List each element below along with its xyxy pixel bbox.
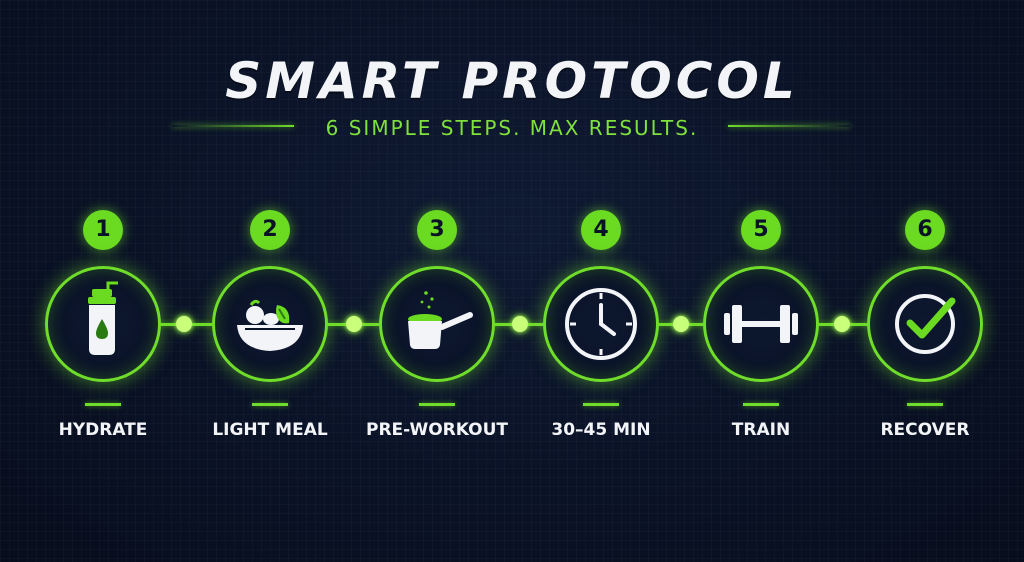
step-underline — [583, 403, 619, 406]
step-label: RECOVER — [880, 420, 970, 440]
step-underline — [85, 403, 121, 406]
step-number-badge: 5 — [741, 210, 781, 250]
step-4: 4 30–45 MIN — [521, 210, 681, 450]
connector-dot-3 — [512, 316, 528, 332]
step-ring — [703, 266, 819, 382]
step-ring — [543, 266, 659, 382]
step-number-badge: 1 — [83, 210, 123, 250]
page-title: SMART PROTOCOL — [225, 52, 799, 110]
step-underline — [252, 403, 288, 406]
step-1: 1 HYDRATE — [23, 210, 183, 450]
step-underline — [743, 403, 779, 406]
meal-bowl-icon — [237, 299, 303, 351]
step-underline — [907, 403, 943, 406]
step-5: 5 TRAIN — [681, 210, 841, 450]
step-number-badge: 4 — [581, 210, 621, 250]
step-6: 6 RECOVER — [845, 210, 1005, 450]
connector-dot-4 — [673, 316, 689, 332]
step-number-badge: 6 — [905, 210, 945, 250]
step-2: 2 LIGHT MEAL — [190, 210, 350, 450]
step-ring — [379, 266, 495, 382]
subtitle-rule-left — [172, 125, 294, 127]
connector-dot-2 — [346, 316, 362, 332]
step-ring — [45, 266, 161, 382]
scoop-icon — [408, 291, 473, 349]
step-underline — [419, 403, 455, 406]
subtitle-rule-right — [728, 125, 850, 127]
step-number-badge: 3 — [417, 210, 457, 250]
step-label: PRE-WORKOUT — [365, 420, 508, 440]
step-label: HYDRATE — [58, 420, 148, 440]
connector-dot-5 — [834, 316, 850, 332]
page-subtitle: 6 SIMPLE STEPS. MAX RESULTS. — [325, 116, 699, 140]
water-bottle-icon — [88, 281, 118, 355]
step-label: 30–45 MIN — [551, 420, 651, 440]
step-3: 3 PRE-WORKOUT — [357, 210, 517, 450]
checkmark-icon — [895, 294, 956, 354]
step-ring — [212, 266, 328, 382]
step-label: TRAIN — [731, 420, 791, 440]
connector-dot-1 — [176, 316, 192, 332]
step-label: LIGHT MEAL — [212, 420, 328, 440]
clock-icon — [565, 288, 637, 360]
step-number-badge: 2 — [250, 210, 290, 250]
dumbbell-icon — [724, 305, 798, 343]
step-ring — [867, 266, 983, 382]
subtitle-row: 6 SIMPLE STEPS. MAX RESULTS. — [0, 116, 1024, 148]
